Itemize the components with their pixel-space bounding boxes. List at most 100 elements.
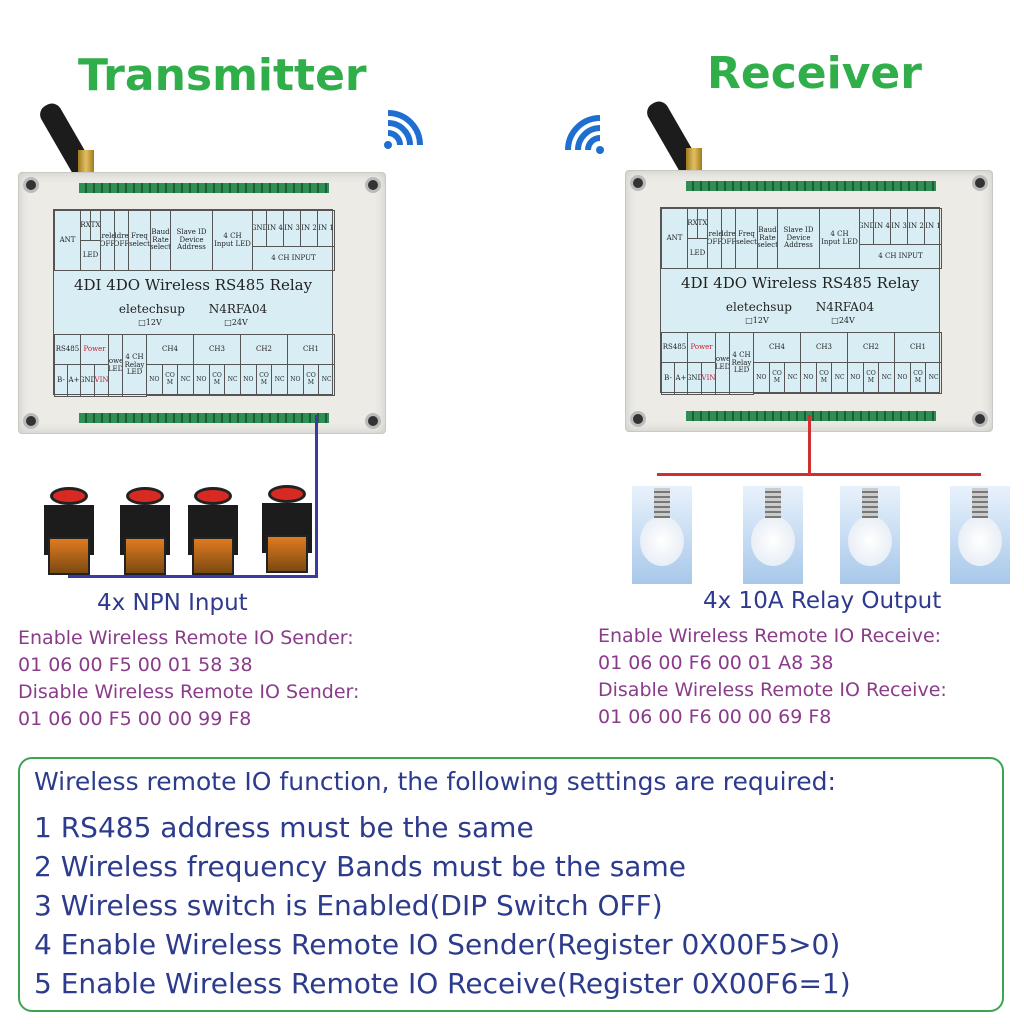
enable-receive-label: Enable Wireless Remote IO Receive:: [598, 625, 942, 647]
transmitter-title: Transmitter: [78, 50, 367, 101]
requirements-heading: Wireless remote IO function, the followi…: [34, 767, 836, 796]
push-button: [262, 485, 312, 575]
light-bulb: [632, 486, 692, 584]
label-in2: IN 2: [300, 210, 318, 247]
light-bulb: [743, 486, 803, 584]
terminal-com: COM: [302, 364, 320, 396]
label-in4: IN 4: [873, 208, 891, 245]
label-wireless-off: Wireless OFF: [100, 210, 115, 271]
light-bulb: [950, 486, 1010, 584]
terminal-nc: NC: [878, 362, 896, 394]
voltage-24v: □24V: [831, 316, 855, 325]
label-a: A+: [674, 362, 688, 395]
light-bulb: [840, 486, 900, 584]
requirement-item: 4 Enable Wireless Remote IO Sender(Regis…: [34, 928, 841, 961]
device-brand-model: eletechsup N4RFA04: [54, 302, 332, 316]
terminal-no: NO: [847, 362, 864, 394]
output-wire: [808, 415, 811, 475]
push-button: [188, 487, 238, 577]
enable-sender-command: 01 06 00 F5 00 01 58 38: [18, 654, 253, 676]
enable-receive-command: 01 06 00 F6 00 01 A8 38: [598, 652, 834, 674]
terminal-nc: NC: [318, 364, 336, 396]
receiver-commands: Enable Wireless Remote IO Receive: 01 06…: [598, 623, 947, 731]
voltage-options: □12V □24V: [661, 316, 939, 325]
requirement-item: 2 Wireless frequency Bands must be the s…: [34, 850, 686, 883]
label-power-led: Power LED: [715, 332, 730, 395]
label-address-off: Address OFF: [114, 210, 129, 271]
disable-sender-command: 01 06 00 F5 00 00 99 F8: [18, 708, 252, 730]
mounting-hole: [972, 411, 988, 427]
terminal-no: NO: [193, 364, 210, 396]
requirement-item: 1 RS485 address must be the same: [34, 811, 534, 844]
label-input: 4 CH INPUT: [252, 246, 335, 271]
terminal-nc: NC: [925, 362, 943, 394]
label-ch3: CH3: [800, 332, 848, 363]
voltage-24v: □24V: [224, 318, 248, 327]
label-baud: Baud Rate select: [757, 208, 778, 269]
requirement-item: 5 Enable Wireless Remote IO Receive(Regi…: [34, 967, 851, 1000]
input-wire: [315, 415, 318, 578]
mounting-hole: [972, 175, 988, 191]
label-in3: IN 3: [890, 208, 908, 245]
model: N4RFA04: [815, 300, 875, 314]
terminal-no: NO: [800, 362, 817, 394]
label-ch4: CH4: [753, 332, 801, 363]
requirement-item: 3 Wireless switch is Enabled(DIP Switch …: [34, 889, 663, 922]
wifi-signal-right-icon: [384, 110, 423, 149]
disable-sender-label: Disable Wireless Remote IO Sender:: [18, 681, 360, 703]
mounting-hole: [23, 413, 39, 429]
receiver-title: Receiver: [707, 48, 922, 99]
terminal-nc: NC: [177, 364, 195, 396]
brand: eletechsup: [118, 302, 185, 316]
disable-receive-command: 01 06 00 F6 00 00 69 F8: [598, 706, 832, 728]
terminal-block: [79, 413, 329, 423]
output-wire: [657, 473, 981, 476]
label-ch2: CH2: [847, 332, 895, 363]
label-vin: VIN: [701, 362, 716, 395]
label-ch4: CH4: [146, 334, 194, 365]
transmitter-commands: Enable Wireless Remote IO Sender: 01 06 …: [18, 625, 359, 733]
input-wire: [68, 575, 318, 578]
push-button: [120, 487, 170, 577]
label-in1: IN 1: [317, 210, 335, 247]
label-in1: IN 1: [924, 208, 942, 245]
label-led: LED: [687, 238, 708, 269]
input-label: 4x NPN Input: [97, 590, 248, 616]
label-baud: Baud Rate select: [150, 210, 171, 271]
push-button: [44, 487, 94, 577]
label-ch3: CH3: [193, 334, 241, 365]
label-input-led: 4 CH Input LED: [819, 208, 860, 269]
device-title: 4DI 4DO Wireless RS485 Relay: [680, 274, 920, 292]
label-power: Power: [80, 334, 109, 365]
terminal-com: COM: [208, 364, 226, 396]
terminal-no: NO: [894, 362, 911, 394]
voltage-options: □12V □24V: [54, 318, 332, 327]
terminal-nc: NC: [271, 364, 289, 396]
label-vin: VIN: [94, 364, 109, 397]
label-b: B-: [661, 362, 675, 395]
terminal-nc: NC: [831, 362, 849, 394]
voltage-12v: □12V: [745, 316, 769, 325]
brand: eletechsup: [725, 300, 792, 314]
label-in3: IN 3: [283, 210, 301, 247]
terminal-com: COM: [909, 362, 927, 394]
label-freq: Freq select: [128, 210, 151, 271]
label-rs485: RS485: [661, 332, 688, 363]
label-gnd: GND: [252, 210, 267, 247]
mounting-hole: [365, 177, 381, 193]
wifi-signal-left-icon: [565, 115, 604, 154]
label-input-led: 4 CH Input LED: [212, 210, 253, 271]
label-input: 4 CH INPUT: [859, 244, 942, 269]
terminal-no: NO: [287, 364, 304, 396]
label-ant: ANT: [661, 208, 688, 269]
terminal-no: NO: [146, 364, 163, 396]
output-label: 4x 10A Relay Output: [703, 588, 942, 614]
label-in2: IN 2: [907, 208, 925, 245]
terminal-com: COM: [768, 362, 786, 394]
device-title: 4DI 4DO Wireless RS485 Relay: [73, 276, 313, 294]
label-gnd2: GND: [80, 364, 95, 397]
